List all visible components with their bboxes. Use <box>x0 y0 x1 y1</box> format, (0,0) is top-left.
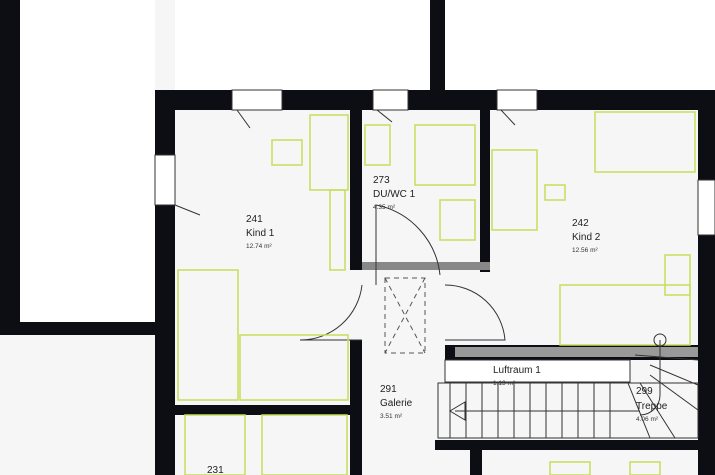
room-number: 299 <box>636 386 653 397</box>
furniture <box>177 111 696 475</box>
room-name: Galerie <box>380 398 413 409</box>
room-area: 12.56 m² <box>572 247 598 254</box>
room-area: 3.51 m² <box>380 413 403 420</box>
room-number: 273 <box>373 175 390 186</box>
room-kind2: 242 Kind 2 12.56 m² <box>572 218 601 254</box>
room-231: 231 <box>207 465 224 475</box>
doors <box>299 204 506 341</box>
room-galerie: 291 Galerie 3.51 m² <box>380 384 413 420</box>
room-area: 1.13 m² <box>493 380 516 387</box>
room-name: Kind 2 <box>572 232 601 243</box>
room-luftraum: Luftraum 1 1.13 m² <box>493 365 541 387</box>
room-number: 231 <box>207 465 224 475</box>
room-number: 291 <box>380 384 397 395</box>
room-number: 241 <box>246 214 263 225</box>
room-duwc1: 273 DU/WC 1 4.35 m² <box>373 175 416 211</box>
stairs <box>437 333 699 439</box>
room-name: Kind 1 <box>246 228 275 239</box>
windows <box>154 89 715 236</box>
room-area: 12.74 m² <box>246 243 272 250</box>
room-area: 4.35 m² <box>373 204 396 211</box>
skylight <box>384 277 426 354</box>
room-number: 242 <box>572 218 589 229</box>
room-area: 4.06 m² <box>636 416 659 423</box>
room-kind1: 241 Kind 1 12.74 m² <box>246 214 275 250</box>
room-name: Luftraum 1 <box>493 365 541 376</box>
room-name: DU/WC 1 <box>373 189 416 200</box>
room-treppe: 299 Treppe 4.06 m² <box>636 386 668 423</box>
room-name: Treppe <box>636 401 668 412</box>
